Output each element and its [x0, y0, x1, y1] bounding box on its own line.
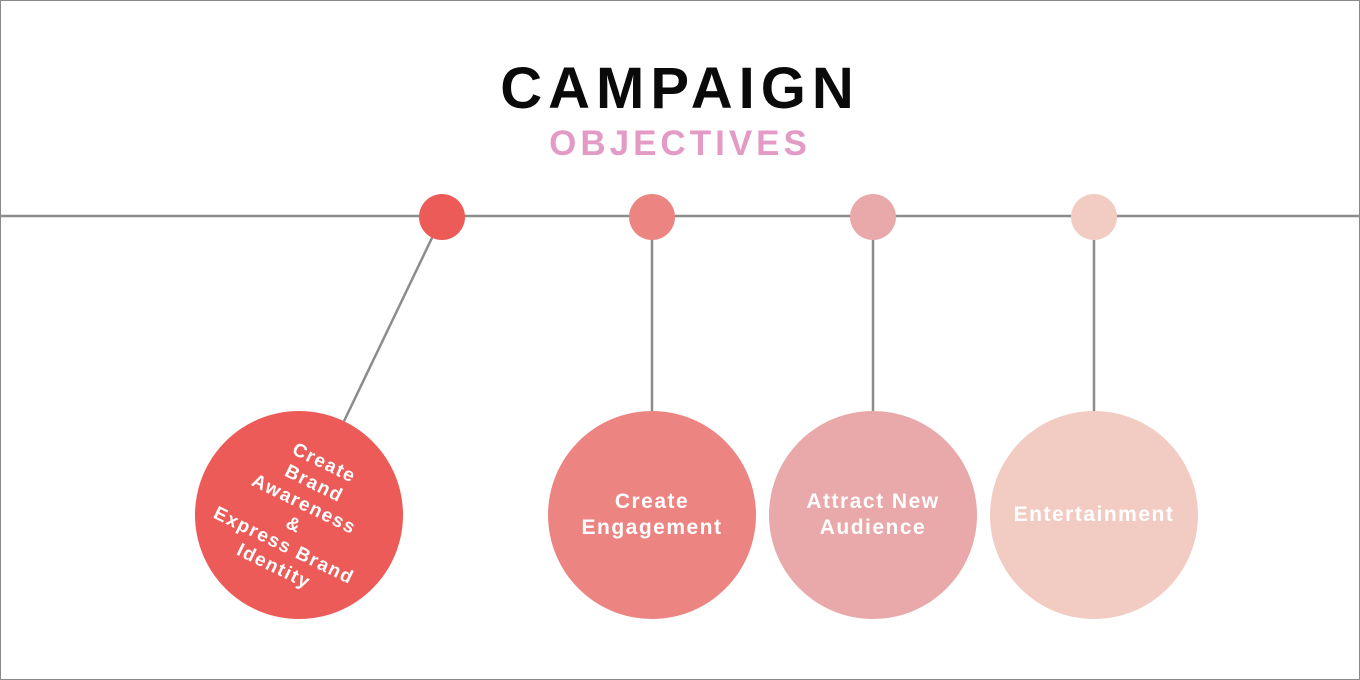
timeline-dot	[419, 194, 465, 240]
connector-line	[342, 216, 444, 422]
timeline-dot	[629, 194, 675, 240]
page-title: CAMPAIGN	[500, 56, 860, 121]
timeline-dot	[1071, 194, 1117, 240]
objective-nodes	[195, 194, 1198, 619]
objective-circle	[990, 411, 1198, 619]
page-subtitle: OBJECTIVES	[549, 124, 811, 163]
timeline-dot	[850, 194, 896, 240]
objective-circle	[195, 411, 403, 619]
objective-circle	[548, 411, 756, 619]
objective-circle	[769, 411, 977, 619]
